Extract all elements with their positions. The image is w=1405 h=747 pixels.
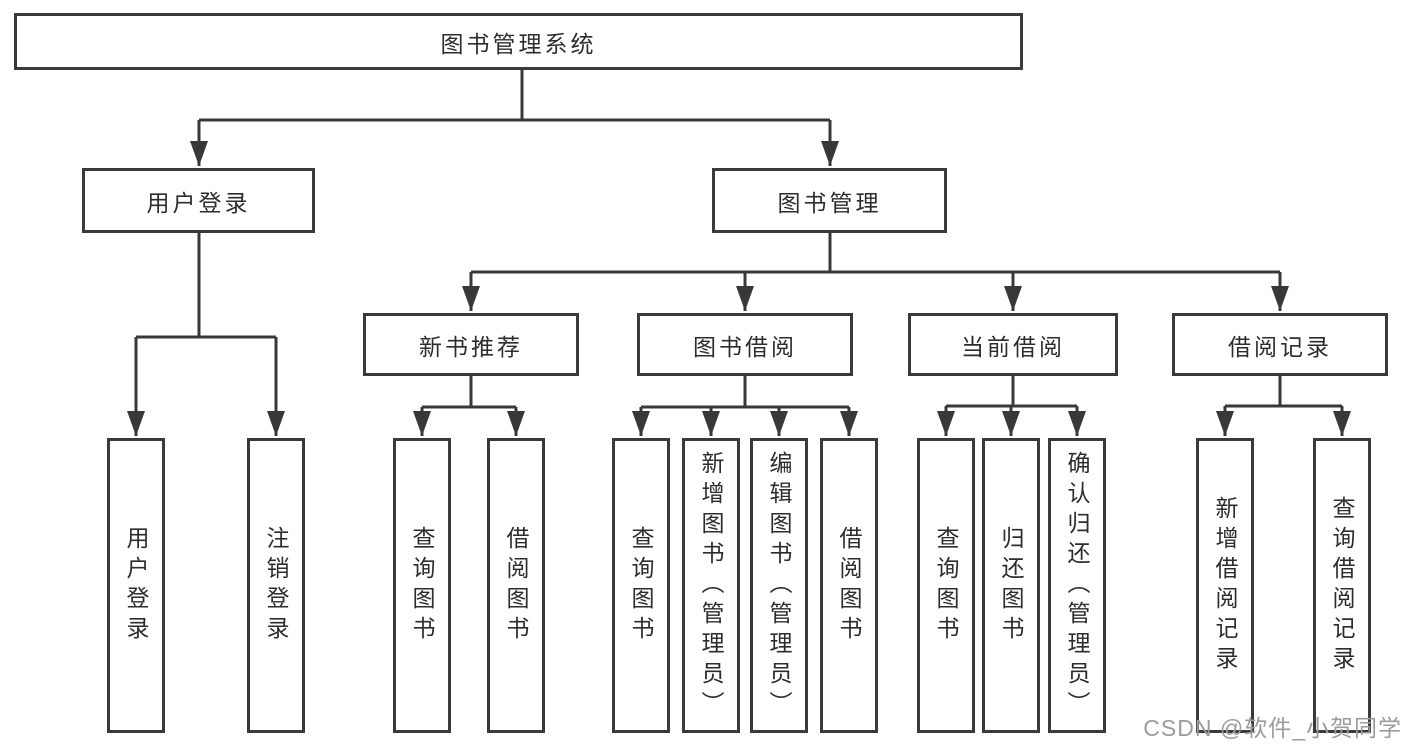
node-book-management: 图书管理 bbox=[712, 168, 947, 233]
leaf-borrow-books: 借阅图书 bbox=[820, 438, 878, 733]
leaf-query-books-current-label: 查询图书 bbox=[933, 525, 959, 646]
connector-borrowrecord-to-leaves bbox=[1216, 376, 1351, 436]
leaf-query-borrow-record: 查询借阅记录 bbox=[1313, 438, 1371, 733]
leaf-logout: 注销登录 bbox=[247, 438, 305, 733]
leaf-confirm-return-admin-label: 确认归还（管理员） bbox=[1064, 450, 1090, 721]
node-book-borrowing: 图书借阅 bbox=[637, 313, 853, 376]
connector-root-to-level2 bbox=[190, 70, 839, 166]
leaf-query-books-recommend: 查询图书 bbox=[393, 438, 451, 733]
node-borrowing-records-label: 借阅记录 bbox=[1228, 333, 1332, 360]
leaf-user-login: 用户登录 bbox=[107, 438, 165, 733]
leaf-edit-books-admin: 编辑图书（管理员） bbox=[750, 438, 808, 733]
leaf-query-books-current: 查询图书 bbox=[917, 438, 975, 733]
leaf-confirm-return-admin: 确认归还（管理员） bbox=[1048, 438, 1106, 733]
leaf-return-books: 归还图书 bbox=[982, 438, 1040, 733]
leaf-add-borrow-record-label: 新增借阅记录 bbox=[1212, 495, 1238, 676]
node-user-login-label: 用户登录 bbox=[146, 189, 251, 216]
leaf-edit-books-admin-label: 编辑图书（管理员） bbox=[766, 450, 792, 721]
leaf-logout-label: 注销登录 bbox=[263, 525, 289, 646]
connector-bookmgmt-to-level3 bbox=[462, 233, 1289, 311]
connector-currentborrow-to-leaves bbox=[937, 376, 1086, 436]
leaf-return-books-label: 归还图书 bbox=[998, 525, 1024, 646]
node-library-system-label: 图书管理系统 bbox=[440, 30, 597, 57]
node-current-borrowing: 当前借阅 bbox=[908, 313, 1118, 376]
leaf-add-borrow-record: 新增借阅记录 bbox=[1196, 438, 1254, 733]
leaf-borrow-books-recommend: 借阅图书 bbox=[487, 438, 545, 733]
leaf-borrow-books-label: 借阅图书 bbox=[836, 525, 862, 646]
leaf-query-books-borrow-label: 查询图书 bbox=[628, 525, 654, 646]
leaf-borrow-books-recommend-label: 借阅图书 bbox=[503, 525, 529, 646]
node-book-borrowing-label: 图书借阅 bbox=[693, 333, 797, 360]
leaf-query-books-borrow: 查询图书 bbox=[612, 438, 670, 733]
node-book-management-label: 图书管理 bbox=[777, 189, 882, 216]
leaf-query-books-recommend-label: 查询图书 bbox=[409, 525, 435, 646]
leaf-user-login-label: 用户登录 bbox=[123, 525, 149, 646]
node-current-borrowing-label: 当前借阅 bbox=[961, 333, 1065, 360]
connector-newbook-to-leaves bbox=[413, 376, 525, 436]
csdn-watermark: CSDN @软件_小贺同学 bbox=[1143, 715, 1402, 741]
node-new-book-recommendation: 新书推荐 bbox=[363, 313, 579, 376]
node-new-book-recommendation-label: 新书推荐 bbox=[419, 333, 523, 360]
node-user-login: 用户登录 bbox=[82, 168, 315, 233]
node-borrowing-records: 借阅记录 bbox=[1172, 313, 1388, 376]
connector-bookborrow-to-leaves bbox=[632, 376, 858, 436]
leaf-add-books-admin-label: 新增图书（管理员） bbox=[698, 450, 724, 721]
connector-userlogin-to-leaves bbox=[127, 233, 285, 436]
node-library-system: 图书管理系统 bbox=[14, 13, 1023, 70]
leaf-query-borrow-record-label: 查询借阅记录 bbox=[1329, 495, 1355, 676]
leaf-add-books-admin: 新增图书（管理员） bbox=[682, 438, 740, 733]
